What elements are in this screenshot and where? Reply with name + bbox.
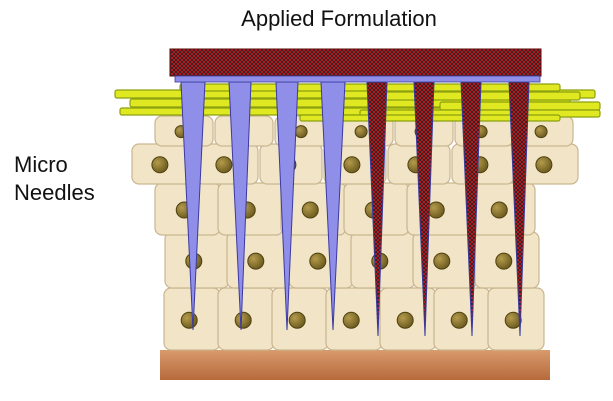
cell-nucleus [504, 311, 522, 329]
title-applied-formulation: Applied Formulation [241, 6, 437, 31]
cell-nucleus [247, 252, 265, 270]
cell-nucleus [396, 311, 414, 329]
cell-nucleus [490, 201, 508, 219]
cell-nucleus [342, 311, 360, 329]
cell-nucleus [309, 252, 327, 270]
cell-nucleus [215, 156, 233, 174]
cell-nucleus [234, 311, 252, 329]
cell-nucleus [495, 252, 513, 270]
cell-nucleus [288, 311, 306, 329]
cell-nucleus [427, 201, 445, 219]
micro-needles-label: Micro Needles [14, 151, 95, 207]
formulation-patch [169, 48, 542, 77]
cell-nucleus [354, 125, 368, 139]
microneedles [180, 81, 530, 337]
cell-nucleus [450, 311, 468, 329]
micro-needles-label-line2: Needles [14, 180, 95, 205]
cell-nucleus [534, 125, 548, 139]
cell-nucleus [180, 311, 198, 329]
cell-nucleus [151, 156, 169, 174]
base-layer [160, 350, 550, 380]
cell-nucleus [535, 156, 553, 174]
micro-needles-label-line1: Micro [14, 152, 68, 177]
cell-nucleus [294, 125, 308, 139]
cell-nucleus [433, 252, 451, 270]
cell-nucleus [343, 156, 361, 174]
needle-backing-plate [174, 75, 541, 83]
cell-nucleus [301, 201, 319, 219]
